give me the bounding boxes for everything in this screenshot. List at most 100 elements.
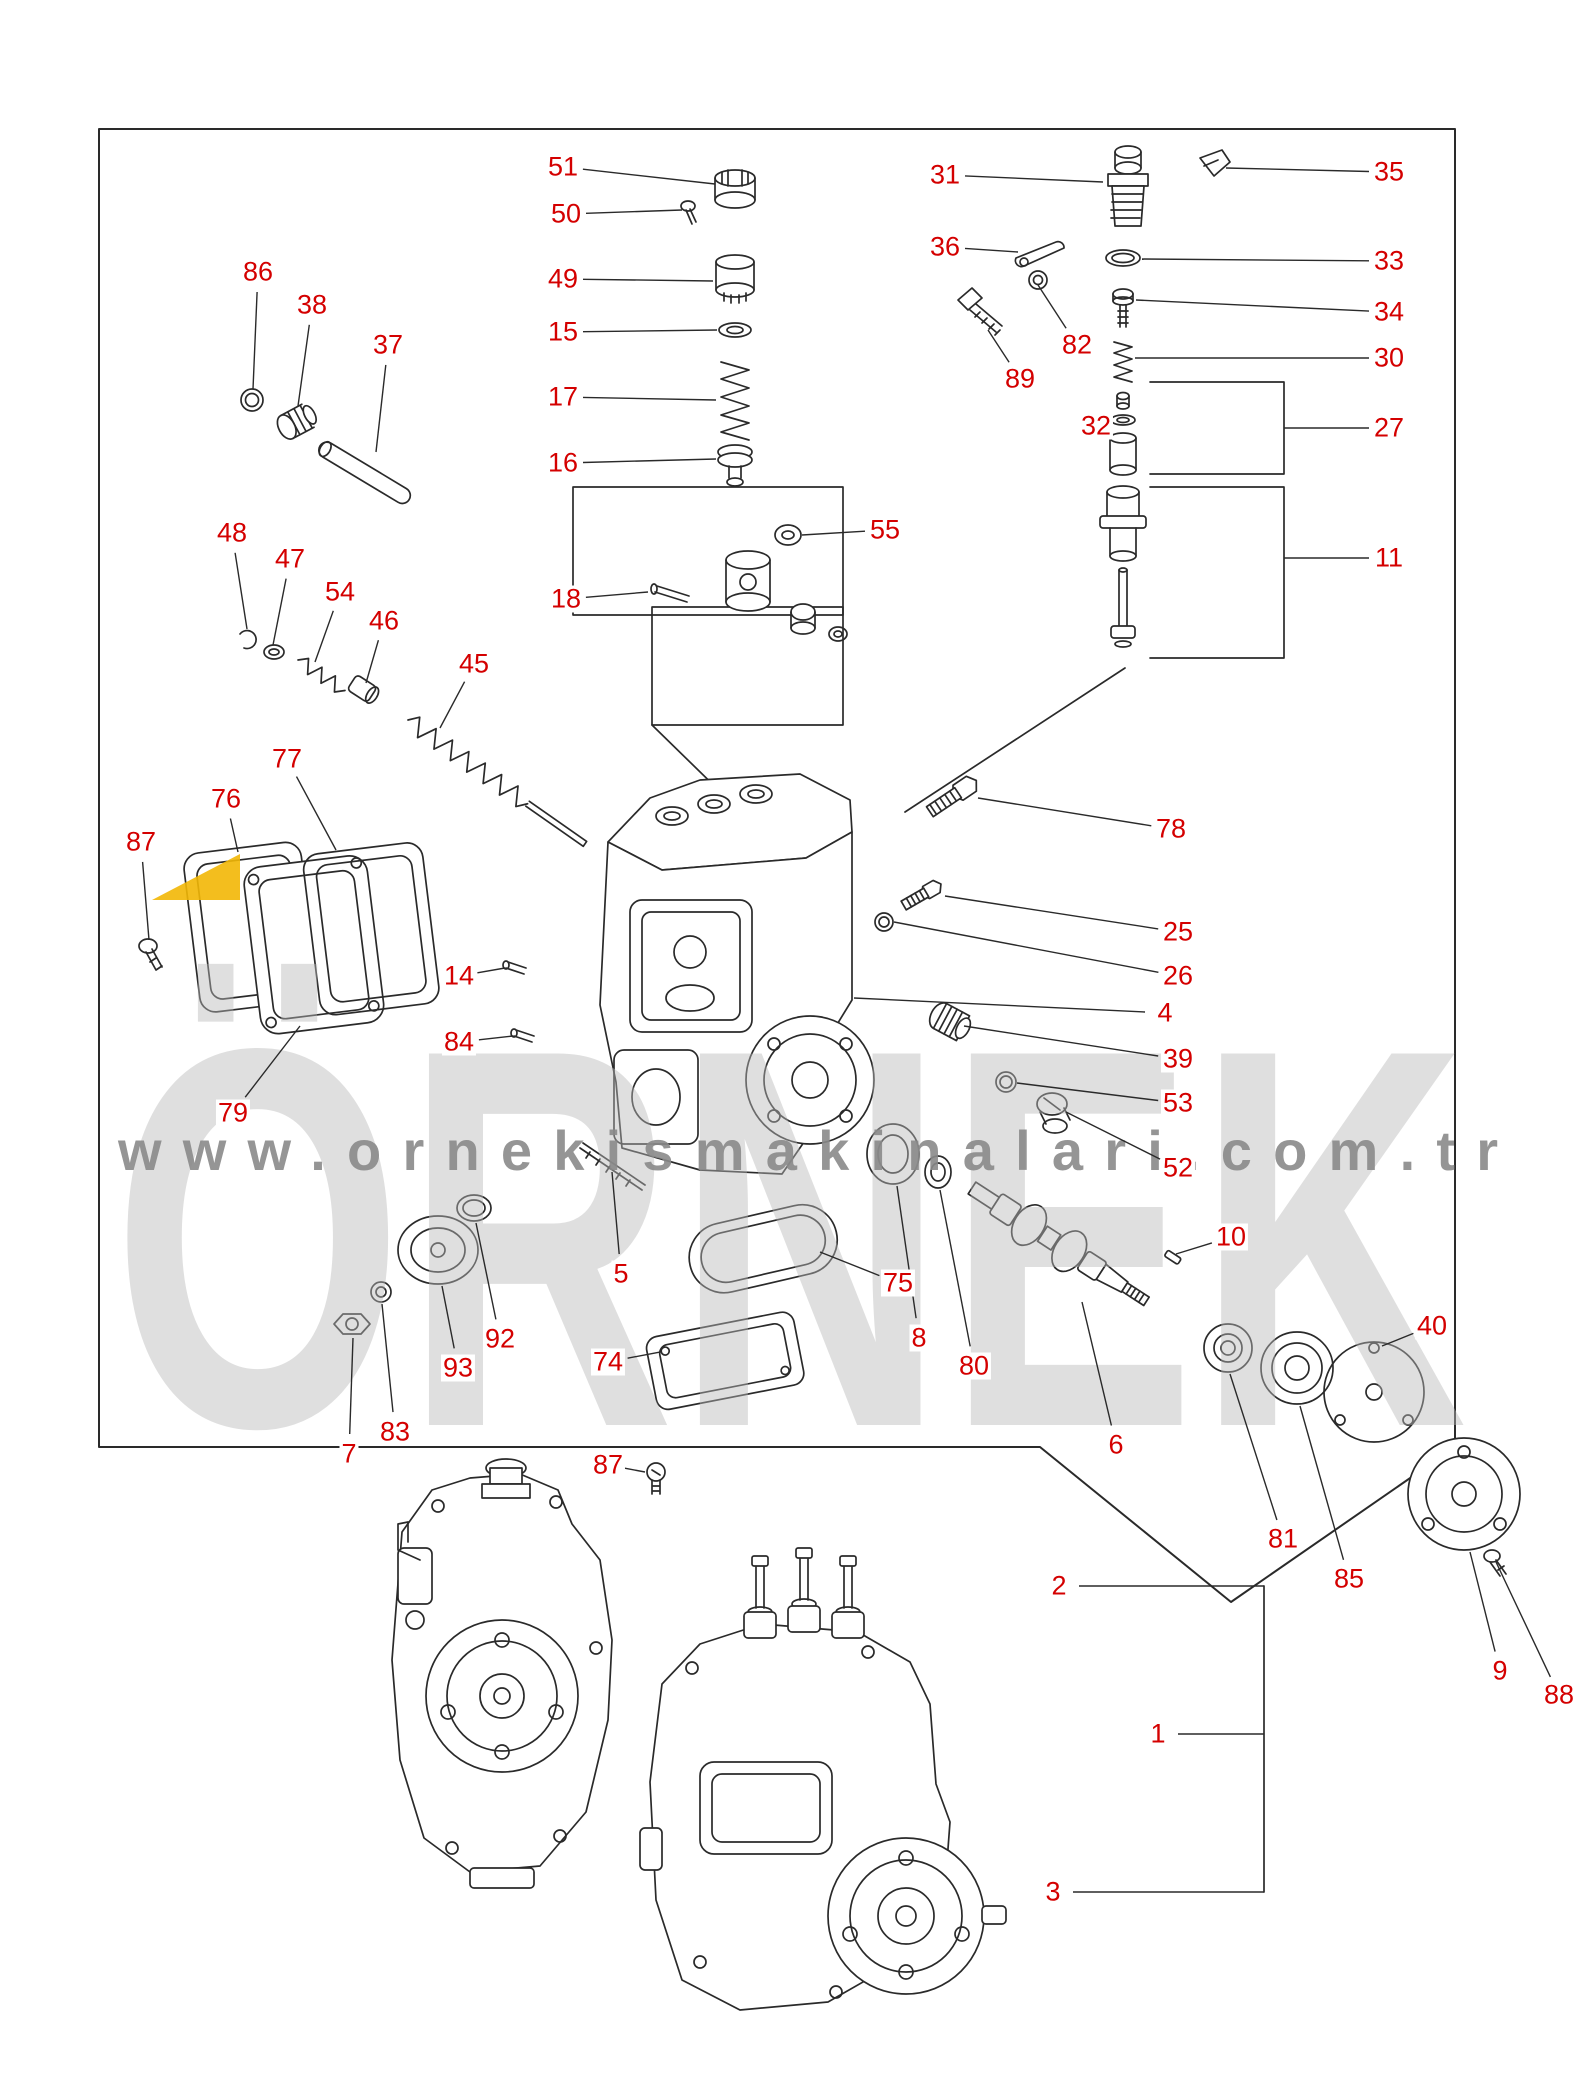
part-callout-45: 45 (456, 648, 492, 679)
part-callout-48: 48 (214, 517, 250, 548)
part-callout-47: 47 (272, 543, 308, 574)
part-callout-40: 40 (1414, 1310, 1450, 1341)
part-callout-6: 6 (1106, 1429, 1126, 1460)
part-callout-5: 5 (611, 1258, 631, 1289)
part-callout-14: 14 (441, 960, 477, 991)
part-callout-34: 34 (1371, 296, 1407, 327)
leader-line-86 (252, 291, 258, 390)
part-callout-10: 10 (1213, 1221, 1249, 1252)
camshaft-drawing (866, 1123, 1521, 1577)
leader-line-49 (582, 278, 714, 282)
part-callout-55: 55 (867, 514, 903, 545)
leader-line-16 (582, 458, 717, 464)
governor-spring-drawing (239, 629, 588, 848)
part-callout-46: 46 (366, 605, 402, 636)
overflow-plug-drawing (240, 388, 412, 505)
part-callout-33: 33 (1371, 245, 1407, 276)
part-callout-11: 11 (1372, 542, 1406, 573)
leader-line-6 (1081, 1301, 1113, 1426)
leader-line-51 (582, 168, 716, 185)
leader-line-81 (1229, 1373, 1278, 1521)
part-callout-87: 87 (590, 1449, 626, 1480)
leader-line-83 (381, 1303, 394, 1413)
leader-line-7 (349, 1337, 354, 1435)
leader-line-9 (1469, 1551, 1496, 1652)
part-callout-84: 84 (441, 1026, 477, 1057)
part-callout-3: 3 (1043, 1876, 1063, 1907)
part-callout-53: 53 (1160, 1087, 1196, 1118)
part-callout-75: 75 (880, 1267, 916, 1298)
assembled-pump-left-drawing (391, 1458, 613, 1889)
leader-line-47 (272, 578, 287, 646)
side-cover-drawing (138, 841, 440, 1035)
part-callout-88: 88 (1541, 1679, 1577, 1710)
right-valve-stack-drawing (957, 145, 1231, 648)
leader-line-10 (1175, 1242, 1213, 1255)
leader-line-34 (1135, 299, 1370, 312)
part-callout-92: 92 (482, 1323, 518, 1354)
assembled-pump-right-drawing (639, 1547, 1007, 2011)
part-callout-78: 78 (1153, 813, 1189, 844)
part-callout-79: 79 (215, 1097, 251, 1128)
part-callout-52: 52 (1160, 1152, 1196, 1183)
leader-line-78 (977, 797, 1152, 827)
part-callout-83: 83 (377, 1416, 413, 1447)
leader-line-25 (944, 895, 1159, 930)
part-callout-89: 89 (1002, 363, 1038, 394)
part-callout-30: 30 (1371, 342, 1407, 373)
leader-line-37 (375, 364, 387, 453)
part-callout-82: 82 (1059, 329, 1095, 360)
leader-line-35 (1225, 167, 1370, 173)
part-callout-86: 86 (240, 256, 276, 287)
part-callout-26: 26 (1160, 960, 1196, 991)
leader-line-5 (611, 1171, 620, 1255)
leader-line-38 (297, 324, 310, 407)
leader-line-14 (477, 967, 506, 974)
leader-line-80 (939, 1189, 971, 1347)
part-callout-27: 27 (1371, 412, 1407, 443)
leader-line-74 (627, 1351, 661, 1359)
part-callout-7: 7 (339, 1438, 359, 1469)
part-callout-17: 17 (545, 381, 581, 412)
part-callout-81: 81 (1265, 1523, 1301, 1554)
part-callout-8: 8 (909, 1322, 929, 1353)
part-callout-54: 54 (322, 576, 358, 607)
part-callout-31: 31 (927, 159, 963, 190)
part-callout-15: 15 (545, 316, 581, 347)
leader-line-40 (1381, 1332, 1414, 1347)
leader-line-17 (582, 396, 717, 401)
leader-line-88 (1495, 1561, 1552, 1678)
part-callout-4: 4 (1155, 997, 1175, 1028)
bottom-plates-drawing (333, 1142, 839, 1495)
leader-line-31 (964, 175, 1104, 183)
part-callout-39: 39 (1160, 1043, 1196, 1074)
leader-line-87 (141, 861, 150, 941)
leader-line-79 (244, 1025, 301, 1098)
part-callout-35: 35 (1371, 156, 1407, 187)
part-callout-18: 18 (548, 583, 584, 614)
top-valve-stack-drawing (650, 169, 848, 642)
leader-line-52 (1065, 1111, 1161, 1160)
leader-line-82 (1037, 284, 1067, 329)
part-callout-85: 85 (1331, 1563, 1367, 1594)
part-callout-74: 74 (590, 1346, 626, 1377)
leader-line-93 (441, 1285, 455, 1349)
leader-line-54 (314, 610, 334, 663)
part-callout-37: 37 (370, 329, 406, 360)
leader-line-75 (819, 1251, 880, 1277)
part-callout-25: 25 (1160, 916, 1196, 947)
part-callout-93: 93 (440, 1352, 476, 1383)
leader-line-50 (585, 209, 683, 214)
part-callout-32: 32 (1078, 410, 1114, 441)
leader-line-33 (1141, 258, 1370, 262)
leader-line-92 (475, 1222, 497, 1320)
border-frame (98, 128, 1456, 1603)
part-callout-50: 50 (548, 198, 584, 229)
part-callout-76: 76 (208, 783, 244, 814)
leader-line-89 (987, 329, 1010, 363)
leader-line-77 (295, 776, 337, 851)
part-callout-2: 2 (1049, 1570, 1069, 1601)
